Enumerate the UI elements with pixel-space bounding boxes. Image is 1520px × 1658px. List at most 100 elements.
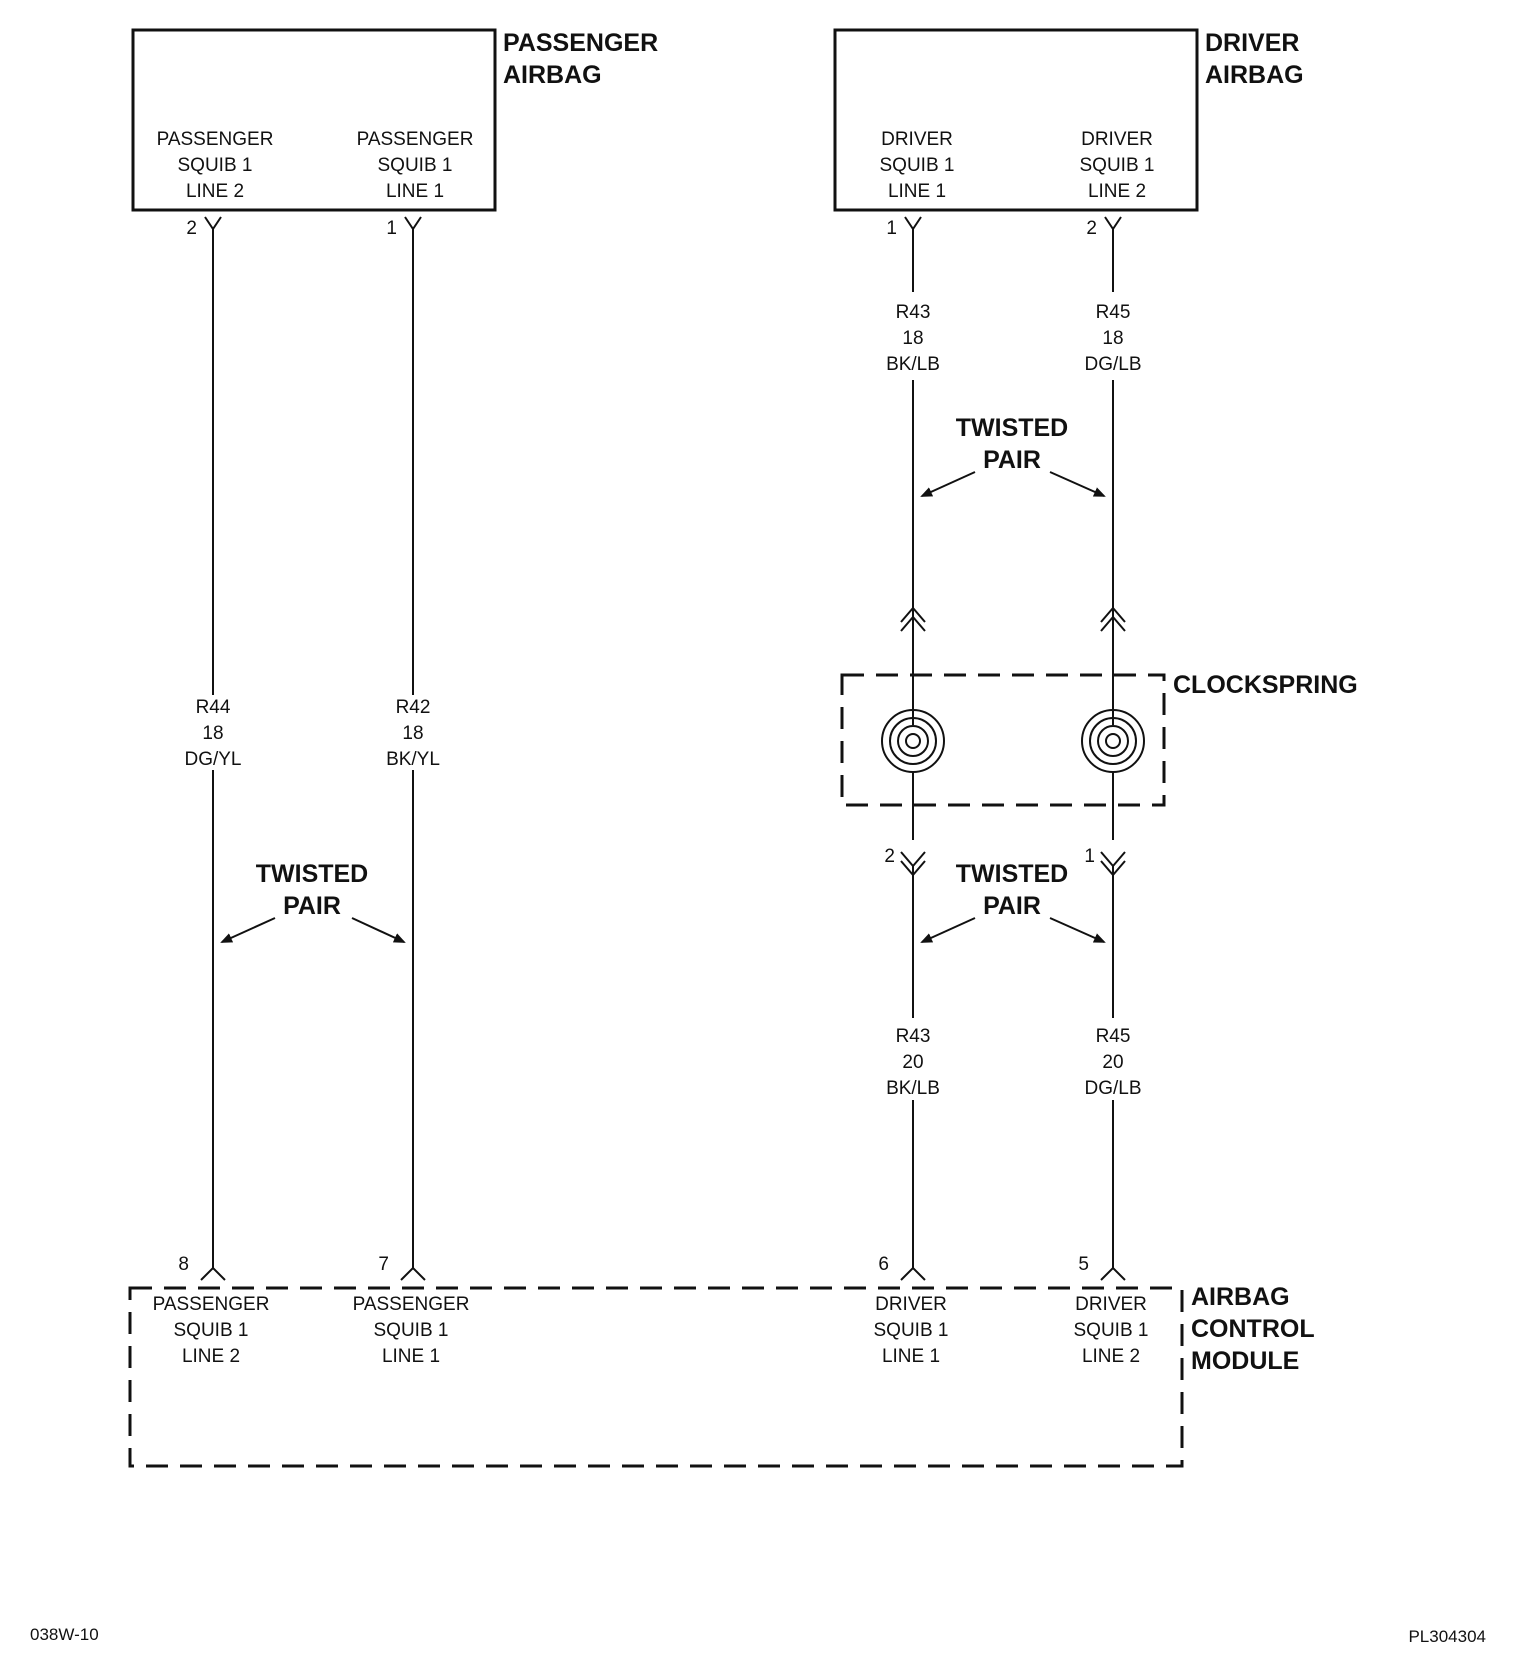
svg-text:LINE 1: LINE 1 [382, 1346, 440, 1367]
svg-text:R43: R43 [896, 1026, 931, 1047]
svg-text:LINE 1: LINE 1 [882, 1346, 940, 1367]
passenger-airbag-title-line1: PASSENGER [503, 29, 658, 57]
svg-text:20: 20 [1102, 1052, 1123, 1073]
svg-text:PASSENGER: PASSENGER [353, 1294, 470, 1315]
driver-airbag-pin-2-number: 2 [1086, 218, 1097, 239]
driver-lower-twisted-pair-annotation: TWISTED PAIR [920, 860, 1106, 943]
svg-text:18: 18 [902, 328, 923, 349]
footer-diagram-code: 038W-10 [30, 1625, 99, 1644]
clockspring-coil-icon [881, 709, 945, 840]
footer-page-code: PL304304 [1408, 1627, 1486, 1646]
twisted-pair-arrow-right [351, 917, 406, 943]
driver-airbag-pin-label-line1: DRIVER SQUIB 1 LINE 1 [880, 129, 955, 202]
passenger-airbag-pin-2-connector [204, 216, 222, 237]
clockspring-out-pin-1-number: 1 [1084, 846, 1095, 867]
svg-text:PASSENGER: PASSENGER [153, 1294, 270, 1315]
wire-r45-20-label: R45 20 DG/LB [1084, 1026, 1141, 1099]
driver-airbag-pin-label-line2: DRIVER SQUIB 1 LINE 2 [1080, 129, 1155, 202]
driver-airbag-title-line1: DRIVER [1205, 29, 1299, 57]
svg-text:DRIVER: DRIVER [875, 1294, 947, 1315]
acm-title-line1: AIRBAG [1191, 1283, 1290, 1311]
svg-text:TWISTED: TWISTED [956, 414, 1069, 442]
passenger-airbag-title-line2: AIRBAG [503, 61, 602, 89]
svg-text:R45: R45 [1096, 302, 1131, 323]
svg-text:DRIVER: DRIVER [1081, 129, 1153, 150]
svg-text:DRIVER: DRIVER [881, 129, 953, 150]
svg-text:BK/YL: BK/YL [386, 749, 440, 770]
clockspring-coil-icon [1081, 709, 1145, 840]
clockspring-title: CLOCKSPRING [1173, 671, 1358, 699]
passenger-airbag-pin-label-line1: PASSENGER SQUIB 1 LINE 1 [357, 129, 474, 202]
svg-text:18: 18 [402, 723, 423, 744]
clockspring-input-connector-left [900, 606, 926, 725]
twisted-pair-arrow-right [1049, 917, 1106, 943]
svg-text:BK/LB: BK/LB [886, 354, 940, 375]
passenger-airbag-pin-1-connector [404, 216, 422, 237]
svg-text:SQUIB 1: SQUIB 1 [174, 1320, 249, 1341]
passenger-airbag: PASSENGER AIRBAG PASSENGER SQUIB 1 LINE … [131, 28, 658, 212]
svg-text:SQUIB 1: SQUIB 1 [874, 1320, 949, 1341]
svg-text:LINE 2: LINE 2 [1088, 181, 1146, 202]
svg-text:SQUIB 1: SQUIB 1 [1074, 1320, 1149, 1341]
svg-text:DG/LB: DG/LB [1084, 354, 1141, 375]
svg-text:PAIR: PAIR [283, 892, 341, 920]
driver-airbag-pin-1-number: 1 [886, 218, 897, 239]
acm-pin-label-driver-line1: DRIVER SQUIB 1 LINE 1 [874, 1294, 949, 1367]
acm-pin-7-connector [400, 1260, 426, 1281]
svg-text:SQUIB 1: SQUIB 1 [378, 155, 453, 176]
clockspring-input-connector-right [1100, 606, 1126, 725]
svg-text:LINE 1: LINE 1 [386, 181, 444, 202]
svg-text:LINE 2: LINE 2 [1082, 1346, 1140, 1367]
svg-text:SQUIB 1: SQUIB 1 [178, 155, 253, 176]
svg-text:DG/YL: DG/YL [184, 749, 241, 770]
svg-text:TWISTED: TWISTED [256, 860, 369, 888]
svg-text:SQUIB 1: SQUIB 1 [1080, 155, 1155, 176]
wire-r45-18-label: R45 18 DG/LB [1084, 302, 1141, 375]
svg-text:R43: R43 [896, 302, 931, 323]
wire-r44-label: R44 18 DG/YL [184, 697, 241, 770]
svg-text:R44: R44 [196, 697, 231, 718]
driver-airbag-title-line2: AIRBAG [1205, 61, 1304, 89]
svg-text:PAIR: PAIR [983, 446, 1041, 474]
svg-text:PASSENGER: PASSENGER [357, 129, 474, 150]
acm-pin-8-connector [200, 1260, 226, 1281]
wire-r43-18-label: R43 18 BK/LB [886, 302, 940, 375]
svg-text:PAIR: PAIR [983, 892, 1041, 920]
acm-pin-7-number: 7 [378, 1254, 389, 1275]
driver-airbag: DRIVER AIRBAG DRIVER SQUIB 1 LINE 1 DRIV… [833, 28, 1304, 212]
passenger-airbag-pin-1-number: 1 [386, 218, 397, 239]
svg-text:DRIVER: DRIVER [1075, 1294, 1147, 1315]
svg-text:SQUIB 1: SQUIB 1 [374, 1320, 449, 1341]
acm-title-line3: MODULE [1191, 1347, 1299, 1375]
driver-airbag-pin-2-connector [1104, 216, 1122, 237]
acm-pin-6-number: 6 [878, 1254, 889, 1275]
clockspring: CLOCKSPRING [840, 671, 1358, 840]
acm-title-line2: CONTROL [1191, 1315, 1315, 1343]
svg-text:DG/LB: DG/LB [1084, 1078, 1141, 1099]
svg-text:18: 18 [1102, 328, 1123, 349]
acm-pin-label-passenger-line1: PASSENGER SQUIB 1 LINE 1 [353, 1294, 470, 1367]
acm-pin-5-connector [1100, 1260, 1126, 1281]
svg-text:LINE 2: LINE 2 [182, 1346, 240, 1367]
svg-text:R45: R45 [1096, 1026, 1131, 1047]
twisted-pair-arrow-left [920, 471, 976, 497]
passenger-airbag-pin-label-line2: PASSENGER SQUIB 1 LINE 2 [157, 129, 274, 202]
svg-text:BK/LB: BK/LB [886, 1078, 940, 1099]
acm-pin-label-driver-line2: DRIVER SQUIB 1 LINE 2 [1074, 1294, 1149, 1367]
svg-text:R42: R42 [396, 697, 431, 718]
twisted-pair-arrow-left [220, 917, 276, 943]
driver-airbag-pin-1-connector [904, 216, 922, 237]
svg-text:LINE 1: LINE 1 [888, 181, 946, 202]
svg-text:TWISTED: TWISTED [956, 860, 1069, 888]
acm-pin-label-passenger-line2: PASSENGER SQUIB 1 LINE 2 [153, 1294, 270, 1367]
wire-r42-label: R42 18 BK/YL [386, 697, 440, 770]
driver-upper-twisted-pair-annotation: TWISTED PAIR [920, 414, 1106, 497]
twisted-pair-arrow-right [1049, 471, 1106, 497]
acm-pin-6-connector [900, 1260, 926, 1281]
svg-text:SQUIB 1: SQUIB 1 [880, 155, 955, 176]
acm-pin-8-number: 8 [178, 1254, 189, 1275]
svg-text:PASSENGER: PASSENGER [157, 129, 274, 150]
svg-text:20: 20 [902, 1052, 923, 1073]
svg-text:18: 18 [202, 723, 223, 744]
